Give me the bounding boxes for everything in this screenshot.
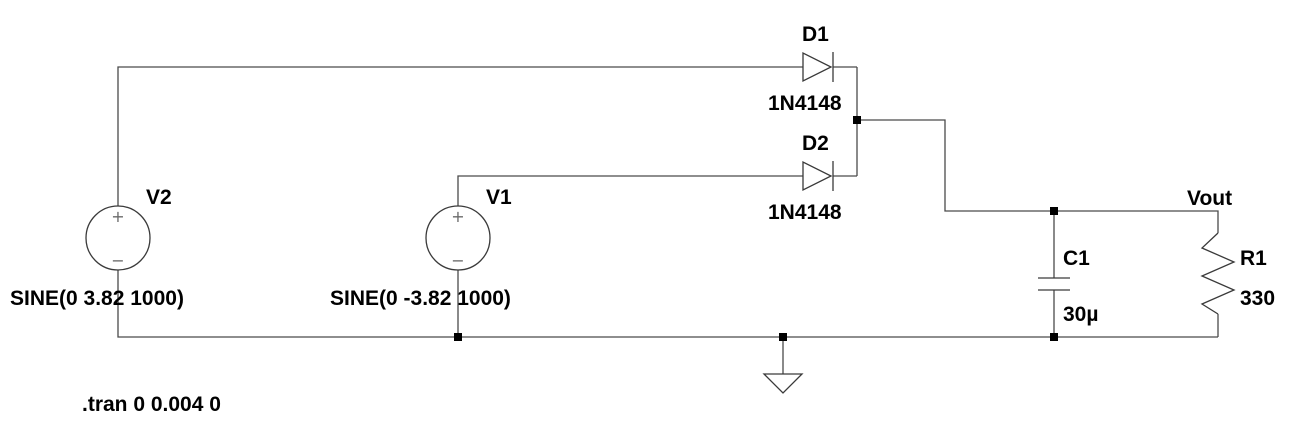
tran-directive: .tran 0 0.004 0 (82, 393, 221, 416)
d1-ref-label: D1 (802, 23, 829, 46)
v1-ref-label: V1 (486, 186, 512, 209)
junction-dot (454, 333, 462, 341)
voltage-source-icon (425, 205, 491, 271)
junctions (454, 116, 1058, 341)
diode-icon (802, 51, 833, 83)
diode-d1: D1 1N4148 (768, 23, 842, 115)
resistor-icon (1200, 232, 1236, 315)
voltage-source-icon (85, 205, 151, 271)
minus-sign: − (451, 251, 464, 270)
v1-value-label: SINE(0 -3.82 1000) (330, 287, 511, 310)
plus-sign: + (111, 207, 124, 226)
c1-ref-label: C1 (1063, 247, 1090, 270)
ground-icon (762, 373, 804, 394)
diode-d2: D2 1N4148 (768, 132, 842, 224)
junction-dot (1050, 207, 1058, 215)
d2-value-label: 1N4148 (768, 201, 842, 224)
d1-value-label: 1N4148 (768, 92, 842, 115)
voltage-source-v1: + − V1 SINE(0 -3.82 1000) (330, 186, 512, 310)
voltage-source-v2: + − V2 SINE(0 3.82 1000) (10, 186, 184, 310)
junction-dot (1050, 333, 1058, 341)
plus-sign: + (451, 207, 464, 226)
v2-value-label: SINE(0 3.82 1000) (10, 287, 184, 310)
c1-value-label: 30µ (1063, 303, 1098, 326)
junction-dot (779, 333, 787, 341)
junction-dot (853, 116, 861, 124)
r1-value-label: 330 (1240, 287, 1275, 310)
resistor-r1: R1 330 (1200, 232, 1275, 315)
wire-cathode-to-vout (857, 119, 1219, 233)
minus-sign: − (111, 251, 124, 270)
capacitor-c1: C1 30µ (1038, 247, 1098, 326)
r1-ref-label: R1 (1240, 247, 1267, 270)
d2-ref-label: D2 (802, 132, 829, 155)
vout-net-label: Vout (1187, 187, 1232, 210)
wires (117, 66, 1219, 374)
wire-v1-top-to-d2 (457, 175, 803, 206)
wire-v2-top-to-d1 (117, 66, 803, 206)
v2-ref-label: V2 (146, 186, 172, 209)
wire-ground-rail (117, 270, 1218, 338)
diode-icon (802, 160, 833, 192)
